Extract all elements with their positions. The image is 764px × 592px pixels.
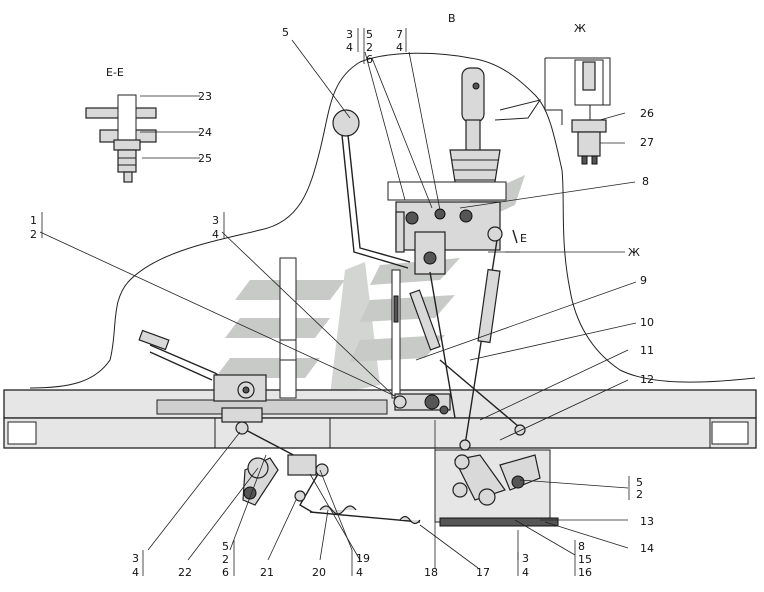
callout-19: 19 — [356, 552, 370, 565]
view-zh-label: Ж — [574, 22, 586, 35]
callout-2-mid: 2 — [366, 41, 373, 54]
joystick-handle — [449, 67, 542, 189]
callout-7: 7 — [396, 28, 403, 41]
shift-mechanism — [387, 181, 507, 275]
callout-5-b: 5 — [222, 540, 229, 553]
callout-3-top: 3 — [346, 28, 353, 41]
callout-3-bl: 3 — [132, 552, 139, 565]
callout-25: 25 — [198, 152, 212, 165]
callout-4-left2: 4 — [212, 228, 219, 241]
callout-16: 16 — [578, 566, 592, 579]
callout-4-top: 4 — [346, 41, 353, 54]
callout-4-br: 4 — [522, 566, 529, 579]
callout-21: 21 — [260, 566, 274, 579]
callout-4-bl: 4 — [132, 566, 139, 579]
callout-13: 13 — [640, 515, 654, 528]
callout-5-mid: 5 — [366, 28, 373, 41]
callout-4-right: 4 — [396, 41, 403, 54]
arrow-zh-label: Ж — [628, 246, 640, 259]
section-ee-detail — [85, 94, 157, 183]
callout-6-b: 6 — [222, 566, 229, 579]
callout-4-b2: 4 — [356, 566, 363, 579]
leader-lines — [39, 39, 637, 569]
callout-11: 11 — [640, 344, 654, 357]
gearbox-housing — [434, 424, 559, 527]
callout-18: 18 — [424, 566, 438, 579]
callout-12: 12 — [640, 373, 654, 386]
callout-15: 15 — [578, 553, 592, 566]
callout-14: 14 — [640, 542, 654, 555]
cross-lever — [393, 393, 451, 415]
callout-9: 9 — [640, 274, 647, 287]
callout-1-left: 1 — [30, 214, 37, 227]
callout-20: 20 — [312, 566, 326, 579]
callout-2-b: 2 — [222, 553, 229, 566]
callout-3-br: 3 — [522, 552, 529, 565]
section-ee-label: Е-Е — [106, 66, 124, 79]
callout-10: 10 — [640, 316, 654, 329]
callout-3-left2: 3 — [212, 214, 219, 227]
cut-e-label: Е — [520, 232, 527, 245]
callout-2-left: 2 — [30, 228, 37, 241]
callout-23: 23 — [198, 90, 212, 103]
detail-zh — [544, 57, 611, 165]
callout-22: 22 — [178, 566, 192, 579]
vertical-rods — [391, 239, 526, 446]
callout-26: 26 — [640, 107, 654, 120]
callout-6-mid: 6 — [366, 53, 373, 66]
callout-2-right: 2 — [636, 488, 643, 501]
callout-5-right: 5 — [636, 476, 643, 489]
callout-17: 17 — [476, 566, 490, 579]
gear-lever — [332, 109, 411, 269]
callout-8-br: 8 — [578, 540, 585, 553]
callout-5-top: 5 — [282, 26, 289, 39]
frame-beam — [3, 389, 757, 449]
callout-27: 27 — [640, 136, 654, 149]
callout-bars — [41, 28, 630, 576]
pedal-assembly — [138, 257, 297, 423]
callout-8: 8 — [642, 175, 649, 188]
view-b-label: В — [448, 12, 456, 25]
callout-24: 24 — [198, 126, 212, 139]
